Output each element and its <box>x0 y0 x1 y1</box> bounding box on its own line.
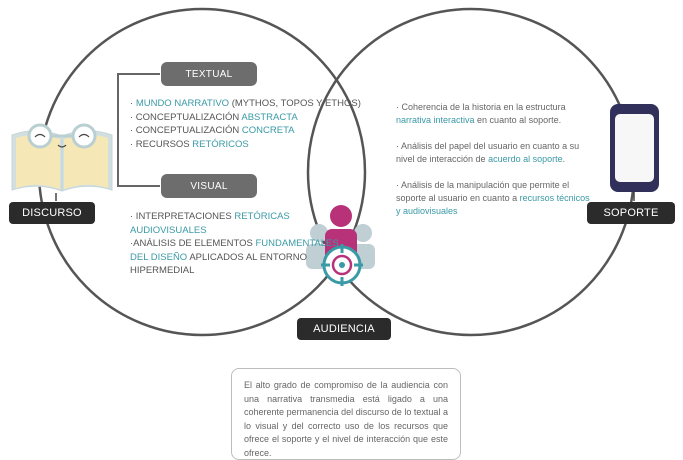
highlight-text: ABSTRACTA <box>241 111 298 123</box>
visual-label: VISUAL <box>161 174 257 198</box>
textual-list: · MUNDO NARRATIVO (MYTHOS, TOPOS Y ETHOS… <box>130 97 361 151</box>
textual-item: · CONCEPTUALIZACIÓN CONCRETA <box>130 124 361 138</box>
highlight-text: RETÓRICAS <box>234 211 290 222</box>
item-text: · CONCEPTUALIZACIÓN <box>130 111 242 123</box>
item-text: · Coherencia de la historia en la estruc… <box>396 102 566 112</box>
item-text: . <box>562 154 566 164</box>
soporte-item: · Análisis de la manipulación que permit… <box>396 179 596 218</box>
highlight-text: recursos técnicos y audiovisuales <box>396 193 590 216</box>
discurso-label: DISCURSO <box>9 202 95 224</box>
summary-text: El alto grado de compromiso de la audien… <box>244 380 448 458</box>
visual-item: AUDIOVISUALES <box>130 224 339 238</box>
textual-item: · MUNDO NARRATIVO (MYTHOS, TOPOS Y ETHOS… <box>130 97 361 111</box>
item-text: · RECURSOS <box>130 138 193 150</box>
bracket-line <box>117 73 160 187</box>
item-text: APLICADOS AL ENTORNO <box>187 251 308 263</box>
visual-item: HIPERMEDIAL <box>130 264 339 278</box>
item-text: · INTERPRETACIONES <box>130 211 235 222</box>
item-text: ·ANÁLISIS DE ELEMENTOS <box>130 238 256 249</box>
phone-icon <box>610 104 659 201</box>
highlight-text: AUDIOVISUALES <box>130 224 207 236</box>
highlight-text: acuerdo al soporte <box>488 154 563 164</box>
soporte-list: · Coherencia de la historia en la estruc… <box>396 101 596 231</box>
textual-item: · CONCEPTUALIZACIÓN ABSTRACTA <box>130 111 361 125</box>
book-icon <box>11 123 113 201</box>
highlight-text: MUNDO NARRATIVO <box>135 98 230 109</box>
textual-item: · RECURSOS RETÓRICOS <box>130 138 361 152</box>
highlight-text: narrativa interactiva <box>396 115 475 125</box>
highlight-text: FUNDAMENTALES <box>255 238 339 249</box>
item-text: (MYTHOS, TOPOS Y ETHOS) <box>229 98 361 109</box>
visual-item: DEL DISEÑO APLICADOS AL ENTORNO <box>130 251 339 265</box>
summary-box: El alto grado de compromiso de la audien… <box>231 368 461 460</box>
item-text: en cuanto al soporte. <box>474 115 562 125</box>
visual-item: ·ANÁLISIS DE ELEMENTOS FUNDAMENTALES <box>130 237 339 251</box>
highlight-text: RETÓRICOS <box>192 138 249 150</box>
textual-label: TEXTUAL <box>161 62 257 86</box>
soporte-label: SOPORTE <box>587 202 675 224</box>
audiencia-label: AUDIENCIA <box>297 318 391 340</box>
item-text: · Análisis de la manipulación que permit… <box>396 180 570 203</box>
soporte-item: · Análisis del papel del usuario en cuan… <box>396 140 596 166</box>
item-text: · CONCEPTUALIZACIÓN <box>130 125 242 136</box>
highlight-text: DEL DISEÑO <box>130 251 188 263</box>
visual-item: · INTERPRETACIONES RETÓRICAS <box>130 210 339 224</box>
highlight-text: CONCRETA <box>241 125 295 136</box>
audience-target-icon <box>306 205 375 286</box>
soporte-item: · Coherencia de la historia en la estruc… <box>396 101 596 127</box>
item-text: · <box>130 98 136 109</box>
item-text: · Análisis del papel del usuario en cuan… <box>396 141 580 164</box>
item-text: HIPERMEDIAL <box>130 265 195 276</box>
